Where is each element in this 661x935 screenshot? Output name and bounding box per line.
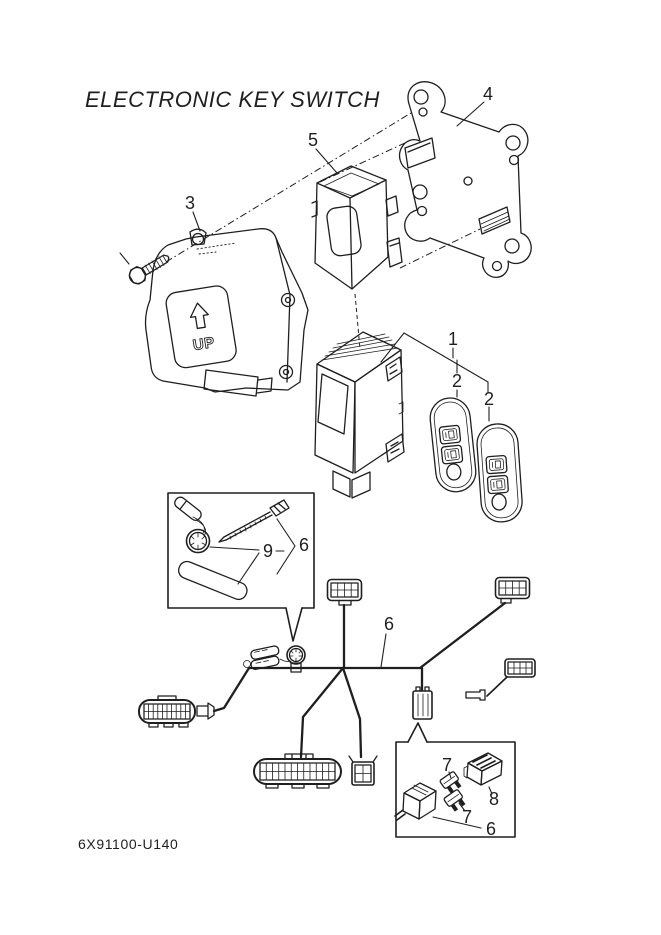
- callout-2-left: 2: [452, 371, 462, 391]
- callout-7-bottom: 7: [462, 807, 472, 827]
- connector-mid-right: [504, 658, 536, 678]
- bolt-hole: [191, 232, 205, 246]
- callout-6-harness: 6: [384, 614, 394, 634]
- inset-key-lanyard-box: 9 6: [167, 492, 315, 642]
- callout-2-right: 2: [484, 389, 494, 409]
- connector-top-middle: [326, 578, 363, 606]
- wire-harness-part-6: 6: [138, 576, 536, 789]
- callout-1: 1: [448, 329, 458, 349]
- page-title: ELECTRONIC KEY SWITCH: [85, 87, 380, 112]
- cable-tie: [223, 511, 273, 541]
- clip-star-icon: [289, 648, 303, 662]
- callout-4: 4: [483, 84, 493, 104]
- callout-5: 5: [308, 130, 318, 150]
- lanyard-key-detail: [174, 496, 290, 601]
- up-switch-panel: UP: [165, 285, 237, 369]
- connector-part-8: [463, 752, 503, 786]
- callout-6-inset2: 6: [486, 819, 496, 839]
- inset-fuse-detail-box: 7 7 8 6: [394, 722, 516, 839]
- callout-3: 3: [185, 193, 195, 213]
- blade-fuse-top: [439, 771, 462, 794]
- mounting-bracket-part-4: [398, 81, 532, 278]
- remote-fob-part-2-left: [429, 397, 477, 493]
- callout-8: 8: [489, 789, 499, 809]
- key-switch-unit-part-3: UP: [144, 228, 309, 397]
- bracket-clip-upper: [404, 137, 436, 169]
- remote-fob-part-2-right: [476, 423, 523, 523]
- callout-leaders: [119, 101, 490, 422]
- assembly-axis-lines: [165, 112, 481, 350]
- immobilizer-unit-part-1: [314, 331, 405, 499]
- connector-bottom-long: [253, 753, 342, 789]
- rubber-cover-part-5: [311, 165, 403, 290]
- clip-star-icon: [190, 532, 207, 550]
- connector-top-right: [494, 576, 531, 604]
- callout-6-inset1: 6: [299, 535, 309, 555]
- blank-terminal: [465, 689, 486, 701]
- lanyard-clip-assembly: [243, 645, 306, 673]
- blade-fuse-bottom: [443, 789, 466, 812]
- fuse-holder: [394, 782, 437, 821]
- connector-small-2pin: [412, 686, 433, 720]
- connector-small-4pin: [348, 755, 378, 786]
- unit-label-area: [317, 373, 349, 435]
- bolt-part-10: [128, 254, 170, 285]
- clip-holder-bar: [178, 560, 248, 601]
- key-fob-mini: [250, 645, 280, 671]
- up-label: UP: [192, 334, 216, 354]
- callout-9: 9: [263, 541, 273, 561]
- connector-left-long: [138, 695, 196, 728]
- up-arrow-icon: [189, 302, 209, 330]
- plug-left: [196, 702, 215, 720]
- callout-7-top: 7: [442, 755, 452, 775]
- bracket-clip-lower: [478, 206, 511, 235]
- part-code: 6X91100-U140: [78, 836, 178, 852]
